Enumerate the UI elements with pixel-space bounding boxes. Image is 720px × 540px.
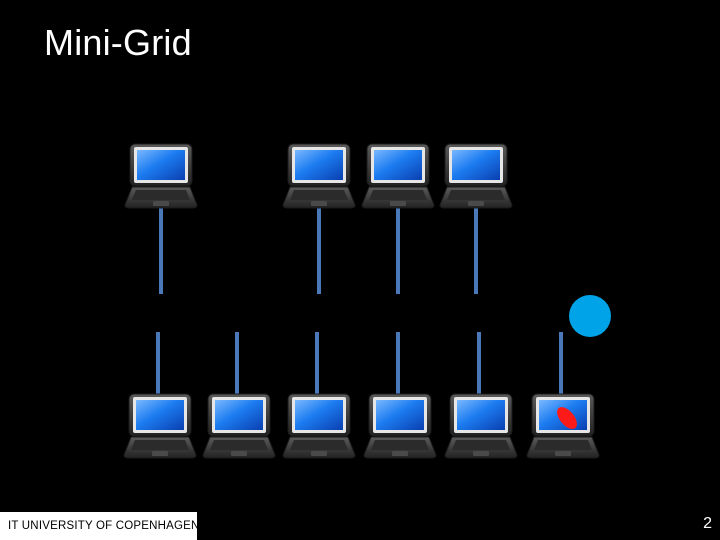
laptop-screen [295, 150, 343, 180]
page-number: 2 [703, 515, 712, 532]
laptop-screen [215, 400, 263, 430]
laptop-bottom-2 [202, 393, 276, 459]
laptop-bottom-3 [282, 393, 356, 459]
laptop-screen [136, 400, 184, 430]
laptop-bottom-5 [444, 393, 518, 459]
laptop-nodes [123, 143, 600, 459]
university-logo: IT UNIVERSITY OF COPENHAGEN [0, 512, 199, 540]
floating-node-circle [569, 295, 611, 337]
laptop-screen [295, 400, 343, 430]
connection-links [156, 208, 563, 394]
laptop-screen [376, 400, 424, 430]
red-marker [557, 407, 577, 429]
laptop-top-1 [124, 143, 198, 209]
diagram-extras [569, 295, 611, 337]
laptop-screen [137, 150, 185, 180]
laptop-screen [374, 150, 422, 180]
slide-title: Mini-Grid [44, 22, 192, 63]
laptop-bottom-6 [526, 393, 600, 459]
laptop-bottom-1 [123, 393, 197, 459]
laptop-screen [452, 150, 500, 180]
laptop-screen [457, 400, 505, 430]
laptop-top-2 [282, 143, 356, 209]
laptop-top-3 [361, 143, 435, 209]
laptop-top-4 [439, 143, 513, 209]
laptop-bottom-4 [363, 393, 437, 459]
